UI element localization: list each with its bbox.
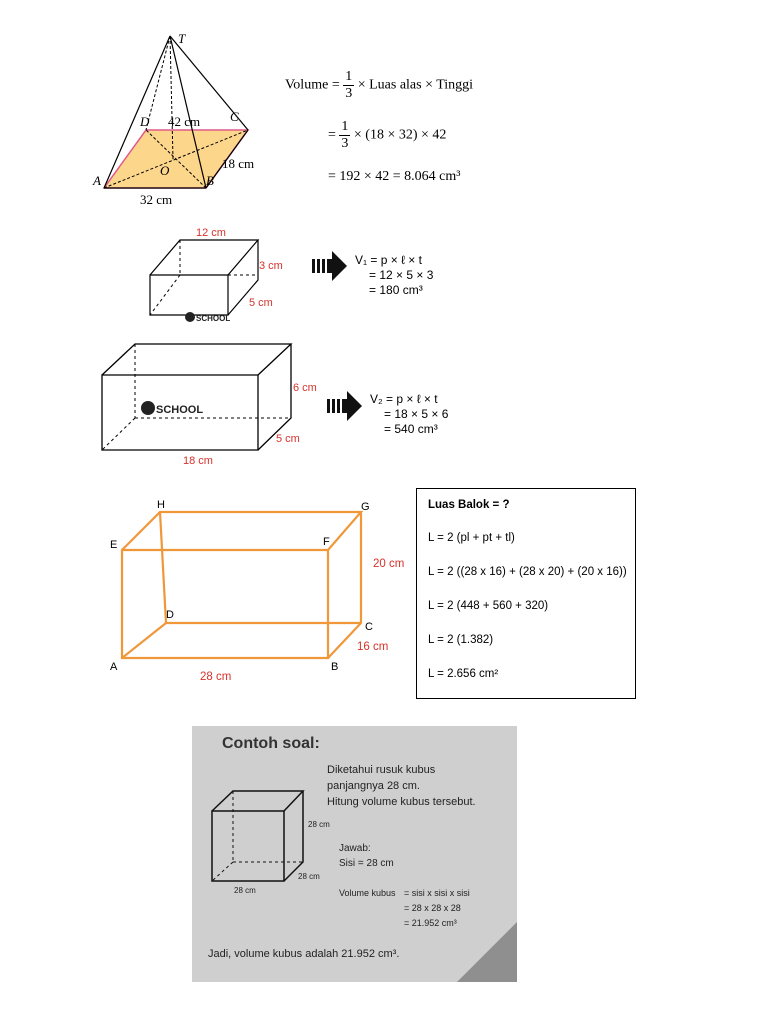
vertex-d-label: D bbox=[166, 609, 174, 621]
page-curl-icon bbox=[457, 922, 517, 982]
cube-edge-bottom-label: 28 cm bbox=[234, 886, 256, 895]
answer-heading: Jawab: bbox=[339, 843, 371, 854]
vertex-d-label: D bbox=[139, 114, 150, 129]
box1-length-label: 12 cm bbox=[196, 227, 226, 239]
length-label: 32 cm bbox=[140, 192, 172, 207]
luas-balok-box: Luas Balok = ? L = 2 (pl + pt + tl) L = … bbox=[416, 488, 636, 699]
box2-volume-line-1: V₂ = p × ℓ × t bbox=[370, 392, 438, 406]
conclusion: Jadi, volume kubus adalah 21.952 cm³. bbox=[208, 948, 400, 960]
vertex-f-label: F bbox=[323, 536, 330, 548]
box3-length-label: 28 cm bbox=[200, 671, 231, 683]
watermark-text: SCHOOL bbox=[156, 404, 203, 416]
problem-line-3: Hitung volume kubus tersebut. bbox=[327, 796, 476, 808]
vertex-c-label: C bbox=[230, 109, 239, 124]
box1-volume: V₁ = p × ℓ × t = 12 × 5 × 3 = 180 cm³ bbox=[355, 253, 433, 298]
problem-line-2: panjangnya 28 cm. bbox=[327, 780, 420, 792]
width-label: 18 cm bbox=[222, 156, 254, 171]
pyramid-figure: T D 42 cm C O 18 cm A B 32 cm bbox=[92, 31, 254, 207]
vertex-a-label: A bbox=[110, 661, 118, 673]
luas-line-2: L = 2 ((28 x 16) + (28 x 20) + (20 x 16)… bbox=[428, 566, 627, 578]
vertex-g-label: G bbox=[361, 501, 370, 513]
luas-title: Luas Balok = ? bbox=[428, 499, 510, 511]
box2-volume: V₂ = p × ℓ × t = 18 × 5 × 6 = 540 cm³ bbox=[370, 392, 448, 437]
cube-edge-depth-label: 28 cm bbox=[298, 872, 320, 881]
center-o-label: O bbox=[160, 163, 170, 178]
box3-width-label: 16 cm bbox=[357, 641, 388, 653]
volume-line-1: = sisi x sisi x sisi bbox=[404, 888, 470, 898]
formula-line-2-rest: × (18 × 32) × 42 bbox=[353, 127, 447, 143]
volume-label: Volume kubus bbox=[339, 888, 396, 898]
watermark-text: SCHOOL bbox=[196, 314, 230, 323]
volume-line-3: = 21.952 cm³ bbox=[404, 918, 457, 928]
idschool-logo-icon bbox=[185, 312, 195, 322]
luas-line-3: L = 2 (448 + 560 + 320) bbox=[428, 600, 549, 612]
formula-lhs: Volume bbox=[285, 77, 329, 93]
arrow2-icon bbox=[327, 391, 362, 421]
box2-width-label: 5 cm bbox=[276, 433, 300, 445]
vertex-b-label: B bbox=[331, 661, 338, 673]
box1-figure: SCHOOL 12 cm 3 cm 5 cm bbox=[149, 227, 283, 323]
box2-volume-line-2: = 18 × 5 × 6 bbox=[384, 407, 449, 421]
formula-line-3: = 192 × 42 = 8.064 cm³ bbox=[328, 169, 461, 184]
apex-label: T bbox=[178, 31, 186, 46]
example-title: Contoh soal: bbox=[222, 735, 320, 752]
idschool-logo-icon bbox=[141, 401, 155, 415]
example-panel: Contoh soal: Diketahui rusuk kubus panja… bbox=[192, 726, 517, 982]
cube-figure bbox=[211, 790, 305, 882]
luas-line-1: L = 2 (pl + pt + tl) bbox=[428, 532, 515, 544]
box2-height-label: 6 cm bbox=[293, 382, 317, 394]
box2-length-label: 18 cm bbox=[183, 455, 213, 467]
vertex-h-label: H bbox=[157, 499, 165, 511]
box1-width-label: 5 cm bbox=[249, 297, 273, 309]
box2-figure: SCHOOL 6 cm 5 cm 18 cm bbox=[101, 343, 317, 467]
box1-volume-line-3: = 180 cm³ bbox=[369, 283, 423, 297]
box1-volume-line-2: = 12 × 5 × 3 bbox=[369, 268, 434, 282]
problem-line-1: Diketahui rusuk kubus bbox=[327, 764, 436, 776]
height-label: 42 cm bbox=[168, 114, 200, 129]
box3-figure: H G E F D C A B 20 cm 16 cm 28 cm bbox=[110, 499, 404, 683]
arrow1-icon bbox=[312, 251, 347, 281]
box3-height-label: 20 cm bbox=[373, 558, 404, 570]
cube-edge-right-label: 28 cm bbox=[308, 820, 330, 829]
answer-side: Sisi = 28 cm bbox=[339, 858, 394, 869]
vertex-a-label: A bbox=[92, 173, 101, 188]
luas-line-4: L = 2 (1.382) bbox=[428, 634, 494, 646]
box1-volume-line-1: V₁ = p × ℓ × t bbox=[355, 253, 422, 267]
vertex-c-label: C bbox=[365, 621, 373, 633]
box1-height-label: 3 cm bbox=[259, 260, 283, 272]
box2-volume-line-3: = 540 cm³ bbox=[384, 422, 438, 436]
formula-line-1-rest: × Luas alas × Tinggi bbox=[357, 77, 474, 93]
vertex-e-label: E bbox=[110, 539, 117, 551]
luas-line-5: L = 2.656 cm² bbox=[428, 668, 499, 680]
volume-line-2: = 28 x 28 x 28 bbox=[404, 903, 461, 913]
vertex-b-label: B bbox=[206, 173, 214, 188]
